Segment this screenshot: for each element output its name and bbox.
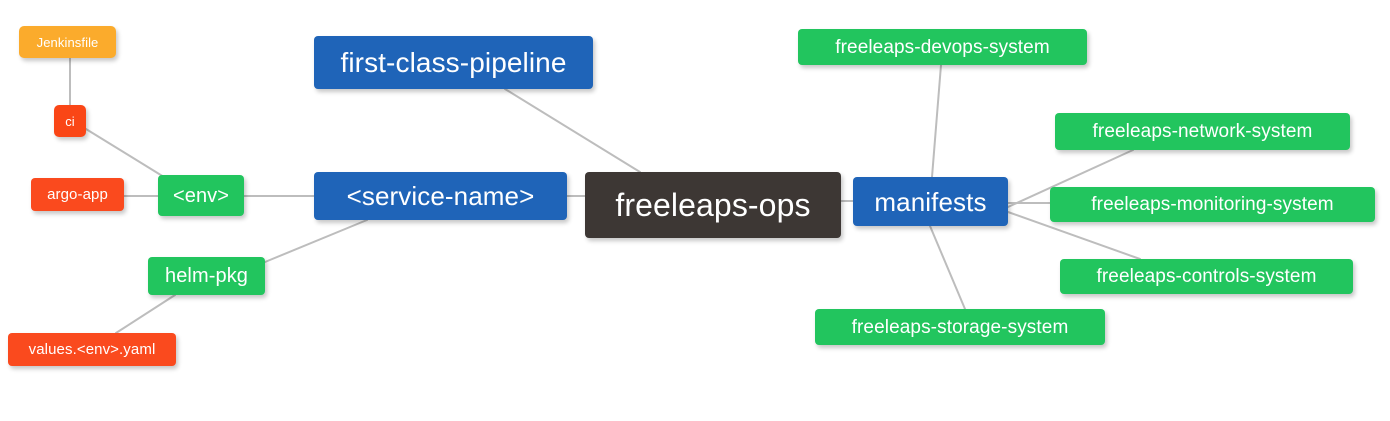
edge-values-yaml-to-helm-pkg (115, 294, 176, 334)
node-label-freeleaps-controls-system: freeleaps-controls-system (1096, 266, 1317, 287)
mindmap-node-env[interactable]: <env> (158, 175, 244, 216)
mindmap-node-freeleaps-storage-system[interactable]: freeleaps-storage-system (815, 309, 1105, 345)
mindmap-node-freeleaps-devops-system[interactable]: freeleaps-devops-system (798, 29, 1087, 65)
node-label-env: <env> (172, 184, 230, 207)
node-label-freeleaps-storage-system: freeleaps-storage-system (851, 316, 1069, 338)
node-label-values-yaml: values.<env>.yaml (28, 341, 156, 358)
node-label-freeleaps-ops: freeleaps-ops (615, 187, 811, 223)
node-label-argo-app: argo-app (47, 186, 108, 203)
mindmap-node-values-yaml[interactable]: values.<env>.yaml (8, 333, 176, 366)
mindmap-node-freeleaps-monitoring-system[interactable]: freeleaps-monitoring-system (1050, 187, 1375, 222)
edge-manifests-to-freeleaps-devops-system (931, 64, 942, 178)
mindmap-node-freeleaps-controls-system[interactable]: freeleaps-controls-system (1060, 259, 1353, 294)
mindmap-node-argo-app[interactable]: argo-app (31, 178, 124, 211)
mindmap-node-freeleaps-ops[interactable]: freeleaps-ops (585, 172, 841, 238)
edge-helm-pkg-to-service-name (264, 219, 368, 263)
node-label-manifests: manifests (874, 186, 987, 217)
node-label-ci: ci (65, 113, 75, 129)
edge-first-class-pipeline-to-freeleaps-ops (504, 88, 641, 173)
mindmap-node-ci[interactable]: ci (54, 105, 86, 137)
mindmap-node-first-class-pipeline[interactable]: first-class-pipeline (314, 36, 593, 89)
node-label-first-class-pipeline: first-class-pipeline (340, 46, 567, 78)
mindmap-node-manifests[interactable]: manifests (853, 177, 1008, 226)
node-label-service-name: <service-name> (346, 181, 535, 211)
node-label-freeleaps-network-system: freeleaps-network-system (1092, 121, 1313, 142)
mindmap-node-jenkinsfile[interactable]: Jenkinsfile (19, 26, 116, 58)
node-label-helm-pkg: helm-pkg (164, 265, 249, 287)
node-label-jenkinsfile: Jenkinsfile (36, 34, 99, 50)
mindmap-node-helm-pkg[interactable]: helm-pkg (148, 257, 265, 295)
node-label-freeleaps-devops-system: freeleaps-devops-system (835, 36, 1050, 58)
mindmap-node-service-name[interactable]: <service-name> (314, 172, 567, 220)
edge-ci-to-env (85, 128, 165, 178)
mindmap-node-freeleaps-network-system[interactable]: freeleaps-network-system (1055, 113, 1350, 150)
node-label-freeleaps-monitoring-system: freeleaps-monitoring-system (1091, 194, 1334, 215)
edge-manifests-to-freeleaps-storage-system (929, 225, 966, 310)
